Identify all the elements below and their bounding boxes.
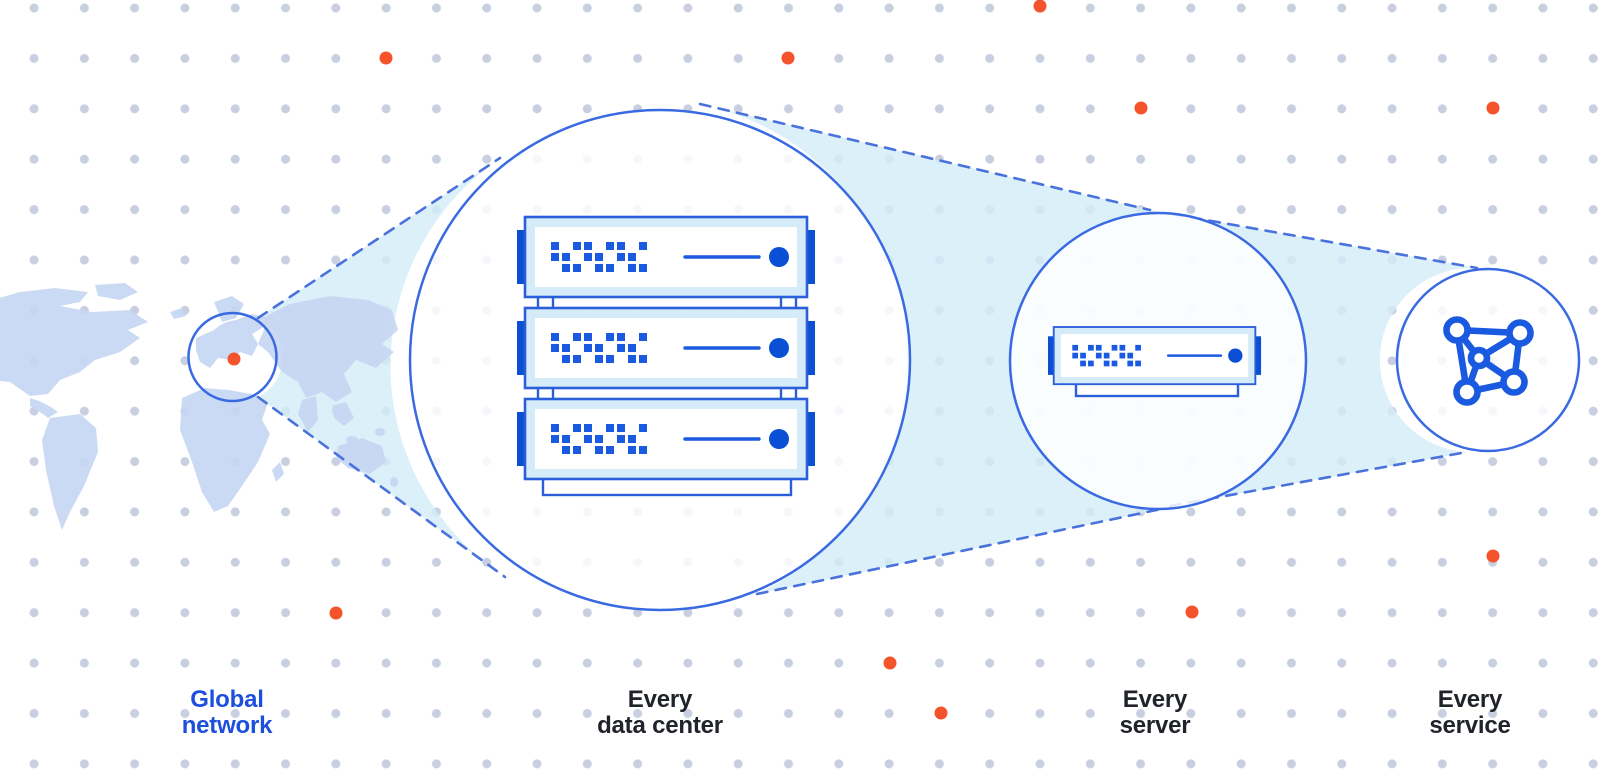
world-map bbox=[0, 283, 398, 530]
zoom-beam-map-to-datacenter bbox=[258, 158, 505, 577]
label-line: Every bbox=[1437, 686, 1503, 713]
label-every-data-center: Every data center bbox=[520, 687, 800, 739]
label-line: network bbox=[181, 712, 273, 739]
network-graph-icon bbox=[1443, 316, 1534, 406]
location-dot-icon bbox=[227, 352, 241, 366]
global-network-circle bbox=[187, 311, 278, 403]
server-unit-icon bbox=[1048, 327, 1261, 398]
label-line: Every bbox=[1122, 686, 1188, 713]
label-line: service bbox=[1429, 712, 1511, 739]
label-line: server bbox=[1119, 712, 1191, 739]
label-line: Global bbox=[190, 686, 264, 713]
label-line: data center bbox=[597, 712, 723, 739]
server-rack-icon bbox=[517, 217, 815, 497]
label-every-service: Every service bbox=[1330, 687, 1610, 739]
label-line: Every bbox=[627, 686, 693, 713]
accent-dots bbox=[329, 0, 1500, 720]
label-global-network: Global network bbox=[87, 687, 367, 739]
label-every-server: Every server bbox=[1015, 687, 1295, 739]
zoom-dashed-lines bbox=[256, 102, 1479, 596]
